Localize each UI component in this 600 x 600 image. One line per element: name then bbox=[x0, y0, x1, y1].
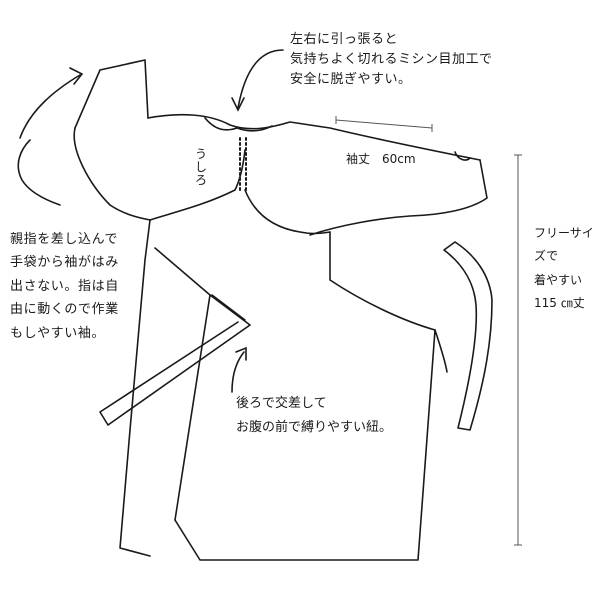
thumb-hole-note: 親指を差し込んで 手袋から袖がはみ 出さない。指は自 由に動くので作業 もしやす… bbox=[10, 232, 119, 341]
left-tie-top bbox=[211, 294, 246, 321]
body-right-edge bbox=[174, 231, 436, 561]
body-left-inner bbox=[154, 247, 211, 521]
bottom-arrow bbox=[231, 351, 245, 393]
back-label: う し ろ bbox=[195, 147, 208, 188]
body-left-edge bbox=[119, 219, 151, 557]
shoulder-line bbox=[147, 113, 481, 161]
sleeve-measure bbox=[335, 119, 433, 129]
right-sleeve bbox=[309, 159, 488, 236]
left-sleeve bbox=[74, 59, 149, 129]
size-note: フリーサイズで 着やすい 115 ㎝丈 bbox=[534, 226, 594, 311]
left-arrow-top bbox=[19, 74, 81, 139]
left-arrow-head bbox=[69, 67, 84, 85]
back-fold bbox=[149, 149, 246, 221]
left-sleeve-body bbox=[73, 127, 151, 221]
collar bbox=[204, 117, 273, 132]
body-right-fold bbox=[434, 329, 448, 373]
bottom-arrow-head bbox=[235, 346, 247, 361]
perforation-note: 左右に引っ張ると 気持ちよく切れるミシン目加工で 安全に脱ぎやすい。 bbox=[290, 32, 493, 88]
left-tie bbox=[99, 294, 251, 426]
right-tie bbox=[443, 241, 493, 431]
top-arrow bbox=[237, 49, 284, 109]
left-arrow bbox=[17, 139, 61, 206]
top-arrow-head bbox=[231, 97, 245, 112]
sleeve-length-label: 袖丈 60cm bbox=[346, 152, 416, 166]
tie-note: 後ろで交差して お腹の前で縛りやすい紐。 bbox=[236, 396, 393, 436]
back-fold-right bbox=[244, 189, 331, 235]
right-sleeve-cuff bbox=[454, 151, 471, 161]
